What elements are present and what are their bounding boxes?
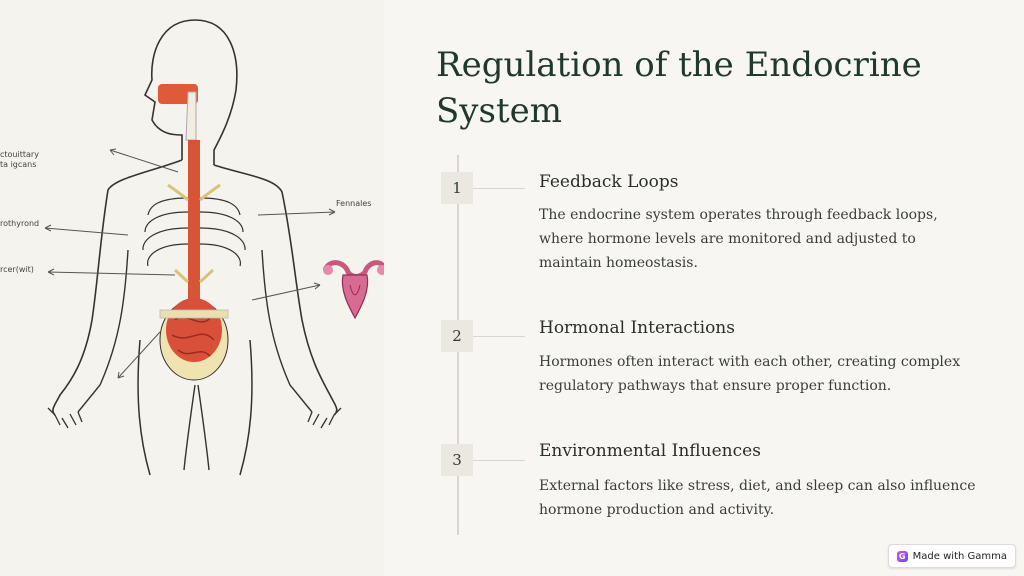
step-number-badge: 3 (441, 444, 473, 476)
step-title-feedback-loops: Feedback Loops (539, 172, 679, 192)
step-connector (473, 336, 525, 337)
step-connector (473, 460, 525, 461)
step-connector (473, 188, 525, 189)
step-number-badge: 1 (441, 172, 473, 204)
made-with-gamma-label: Made with Gamma (912, 550, 1007, 562)
step-body-feedback-loops: The endocrine system operates through fe… (539, 207, 938, 271)
made-with-gamma-badge[interactable]: G Made with Gamma (887, 544, 1016, 568)
step-body-environmental-influences: External factors like stress, diet, and … (539, 478, 976, 518)
step-title-environmental-influences: Environmental Influences (539, 441, 761, 461)
human-body-diagram (44, 19, 384, 476)
uterus-icon (322, 260, 384, 320)
diagram-label-cancer: rcer(wit) (0, 265, 34, 274)
diagram-label-females: Fennales (336, 199, 372, 208)
step-body-hormonal-interactions: Hormones often interact with each other,… (539, 354, 961, 394)
anatomy-illustration: ctouittary ta igcans rothyrond rcer(wit)… (0, 0, 384, 576)
step-title-hormonal-interactions: Hormonal Interactions (539, 318, 735, 338)
diagram-label-pituitary: ctouittary ta igcans (0, 150, 39, 169)
diagram-label-thyroid: rothyrond (0, 219, 40, 228)
step-number-badge: 2 (441, 320, 473, 352)
slide-content: Regulation of the Endocrine System 1 Fee… (384, 0, 1024, 576)
slide-title: Regulation of the Endocrine System (436, 45, 922, 131)
gamma-logo-icon: G (896, 550, 908, 562)
